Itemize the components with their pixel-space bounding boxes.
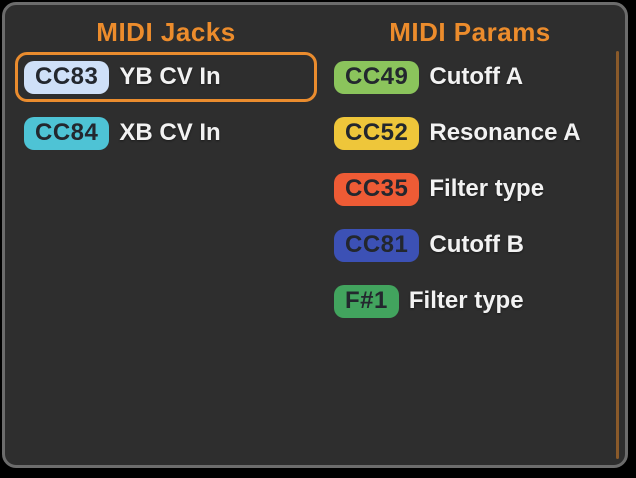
midi-jacks-header: MIDI Jacks	[96, 17, 236, 47]
midi-cc-badge: CC84	[24, 116, 110, 150]
row-label: XB CV In	[119, 119, 221, 146]
scrollbar[interactable]	[616, 51, 619, 459]
list-item[interactable]: CC83 YB CV In	[15, 52, 317, 102]
column-midi-jacks: MIDI Jacks CC83 YB CV In CC84 XB CV In	[15, 15, 317, 164]
list-item[interactable]: CC52 Resonance A	[325, 108, 615, 158]
midi-cc-badge: CC35	[334, 172, 420, 206]
row-label: Filter type	[429, 175, 545, 202]
row-label: Cutoff B	[429, 231, 524, 258]
row-label: YB CV In	[119, 63, 221, 90]
list-item[interactable]: F#1 Filter type	[325, 276, 615, 326]
row-label: Cutoff A	[429, 63, 524, 90]
midi-note-badge: F#1	[334, 284, 399, 318]
column-midi-params: MIDI Params CC49 Cutoff A CC52 Resonance…	[325, 15, 615, 332]
midi-cc-badge: CC49	[334, 60, 420, 94]
row-label: Resonance A	[429, 119, 581, 146]
midi-cc-badge: CC83	[24, 60, 110, 94]
list-item[interactable]: CC35 Filter type	[325, 164, 615, 214]
list-item[interactable]: CC84 XB CV In	[15, 108, 317, 158]
list-item[interactable]: CC49 Cutoff A	[325, 52, 615, 102]
list-item[interactable]: CC81 Cutoff B	[325, 220, 615, 270]
row-label: Filter type	[408, 287, 524, 314]
midi-params-header: MIDI Params	[389, 17, 551, 47]
midi-cc-badge: CC52	[334, 116, 420, 150]
midi-mapping-panel: MIDI Jacks CC83 YB CV In CC84 XB CV In M…	[2, 2, 628, 468]
midi-cc-badge: CC81	[334, 228, 420, 262]
